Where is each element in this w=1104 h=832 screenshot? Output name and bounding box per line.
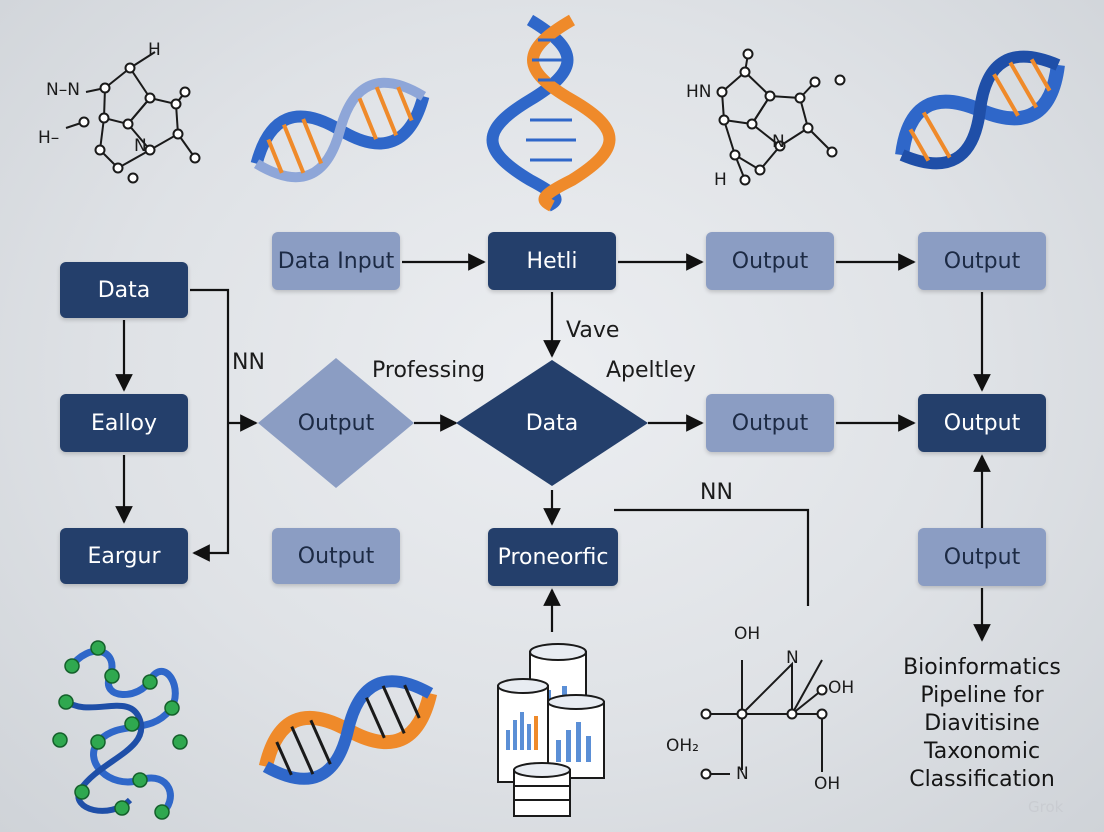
node-output[interactable]: Output	[918, 528, 1046, 586]
watermark: Grok	[1028, 798, 1064, 816]
output-diamond-shape[interactable]	[258, 358, 414, 488]
chem-label: OH	[828, 678, 855, 698]
chem-label: H	[148, 40, 161, 60]
node-eargur[interactable]: Eargur	[60, 528, 188, 584]
molecule-icon	[720, 53, 833, 181]
node-output[interactable]: Output	[706, 394, 834, 452]
edge-label-apeltley: Apeltley	[606, 358, 696, 383]
data-diamond-label: Data	[525, 410, 579, 436]
dna-helix-icon	[258, 675, 438, 785]
chem-label: OH	[734, 624, 761, 644]
edge-label-professing: Professing	[372, 358, 486, 383]
node-output-final[interactable]: Output	[918, 394, 1046, 452]
dna-helix-icon	[250, 77, 430, 183]
molecule-icon	[706, 659, 823, 775]
node-hetli[interactable]: Hetli	[488, 232, 616, 290]
chem-label: H–	[38, 128, 60, 148]
caption-line: Classification	[909, 767, 1055, 792]
output-diamond-label: Output	[297, 410, 375, 436]
chem-label: N	[786, 648, 799, 668]
protein-chain-icon	[52, 640, 188, 820]
chem-label: OH₂	[666, 736, 699, 756]
dna-helix-icon	[895, 50, 1065, 170]
diagram-caption: Bioinformatics Pipeline for Diavitisine …	[882, 654, 1082, 794]
caption-line: Bioinformatics	[903, 655, 1061, 680]
edge-label-nn: NN	[700, 480, 733, 505]
dna-helix-icon	[486, 14, 616, 212]
chem-label: N	[772, 132, 785, 152]
data-diamond-shape[interactable]	[456, 360, 648, 486]
edge-data-loop-to-eargur	[190, 288, 230, 562]
node-data[interactable]: Data	[60, 262, 188, 318]
chem-label: N	[736, 764, 749, 784]
edge-nn-bracket	[614, 508, 810, 606]
caption-line: Diavitisine	[924, 711, 1040, 736]
node-ealloy[interactable]: Ealloy	[60, 394, 188, 452]
node-output[interactable]: Output	[706, 232, 834, 290]
edge-label-nn: NN	[232, 350, 265, 375]
chem-label: OH	[814, 774, 841, 794]
chem-label: N	[134, 136, 147, 156]
node-output[interactable]: Output	[918, 232, 1046, 290]
database-chart-icon	[497, 643, 605, 817]
chem-label: H	[714, 170, 727, 190]
caption-line: Taxonomic	[923, 739, 1041, 764]
node-proneorfic[interactable]: Proneorfic	[488, 528, 618, 586]
node-output[interactable]: Output	[272, 528, 400, 584]
chem-label: HN	[686, 82, 712, 102]
edge-label-vave: Vave	[566, 318, 620, 343]
chem-label: N–N	[46, 80, 80, 100]
node-data-input[interactable]: Data Input	[272, 232, 400, 290]
caption-line: Pipeline for	[920, 683, 1044, 708]
